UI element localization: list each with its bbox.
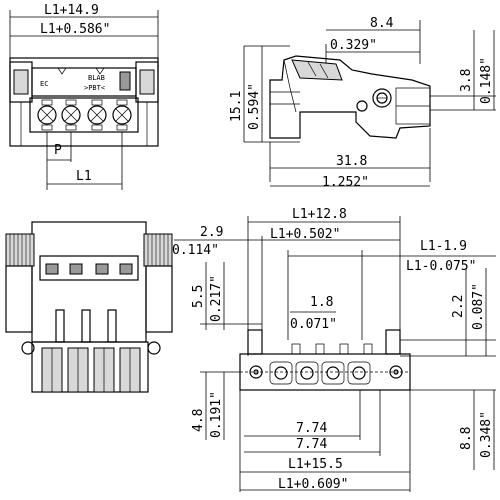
front-l1-label: L1 — [76, 169, 92, 184]
side-small-in: 0.148" — [479, 57, 494, 104]
pcb-span-mm: L1+12.8 — [292, 207, 347, 222]
marking-left: EC — [40, 80, 48, 88]
pcb-h-mm: 5.5 — [191, 285, 206, 308]
side-depth-mm: 8.4 — [370, 16, 394, 31]
pcb-total-mm: L1+15.5 — [288, 457, 343, 472]
pcb-lower-mm: 4.8 — [191, 409, 206, 432]
side-width-in: 1.252" — [322, 175, 369, 190]
front-width-mm: L1+14.9 — [44, 3, 99, 18]
pcb-rr-mm: 8.8 — [459, 427, 474, 450]
marking-top: BLAB — [88, 74, 105, 82]
side-width-mm: 31.8 — [336, 154, 367, 169]
pcb-lower-in: 0.191" — [209, 391, 224, 438]
pcb-span-in: L1+0.502" — [270, 227, 340, 242]
pcb-pin-mm: 1.8 — [310, 295, 333, 310]
pitch-label: P — [54, 143, 62, 158]
pcb-h-in: 0.217" — [209, 275, 224, 322]
pcb-left-mm: 2.9 — [200, 225, 223, 240]
pcb-right-in: L1-0.075" — [406, 259, 476, 274]
side-depth-in: 0.329" — [330, 38, 377, 53]
pcb-total-in: L1+0.609" — [278, 477, 348, 492]
side-view: 8.4 0.329" 15.1 0.594" 3.8 0.148" — [229, 16, 496, 190]
pcb-left-in: 0.114" — [172, 243, 219, 258]
pcb-r-in: 0.087" — [471, 283, 486, 330]
front-width-in: L1+0.586" — [40, 22, 110, 37]
pcb-r-mm: 2.2 — [451, 295, 466, 318]
pcb-pitch-a: 7.74 — [296, 421, 327, 436]
front-terminals — [37, 99, 132, 131]
back-view — [5, 221, 173, 393]
side-height-mm: 15.1 — [229, 91, 244, 122]
pcb-pitch-b: 7.74 — [296, 437, 327, 452]
pcb-pads — [269, 361, 371, 385]
side-small-mm: 3.8 — [459, 69, 474, 92]
front-view: L1+14.9 L1+0.586" EC BLAB >PBT< — [9, 3, 159, 190]
pcb-right-mm: L1-1.9 — [420, 239, 467, 254]
pcb-pin-in: 0.071" — [290, 317, 337, 332]
side-height-in: 0.594" — [247, 83, 262, 130]
marking-bottom: >PBT< — [84, 84, 105, 92]
pcb-view: L1+12.8 L1+0.502" 2.9 0.114" L1-1.9 L1-0… — [172, 207, 496, 492]
pcb-rr-in: 0.348" — [479, 411, 494, 458]
